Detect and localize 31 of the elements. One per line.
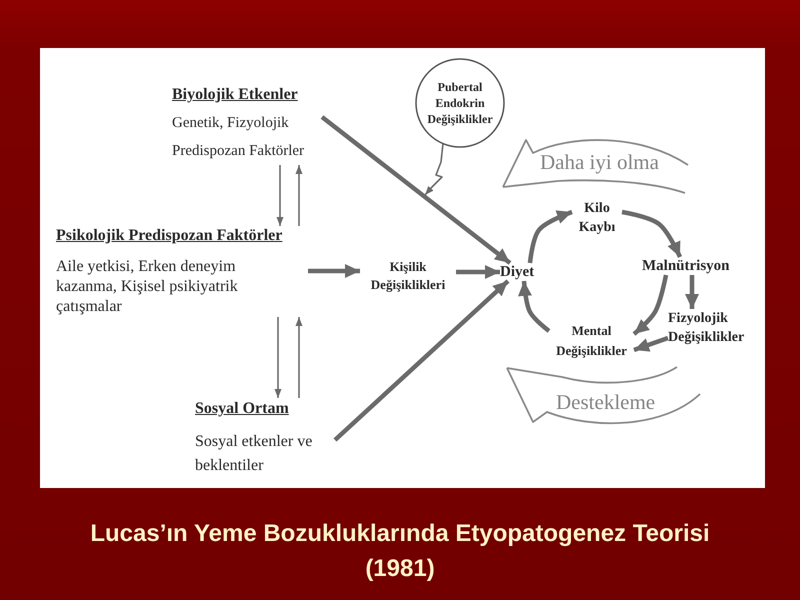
arrow xyxy=(518,280,550,333)
arrow-label: Daha iyi olma xyxy=(540,150,659,174)
concept-label: Diyet xyxy=(500,263,534,281)
description: Sosyal etkenler ve beklentiler xyxy=(195,432,314,476)
heading: Biyolojik Etkenler xyxy=(172,85,298,105)
description: Aile yetkisi, Erken deneyim kazanma, Kişisel psikiyatrik çatışmalar xyxy=(56,257,239,317)
concept-label: Kilo Kaybı xyxy=(572,199,622,237)
arrow-label: Destekleme xyxy=(556,390,656,414)
concept-label: Kişilik Değişiklikleri xyxy=(360,258,456,294)
description: Genetik, Fizyolojik Predispozan Faktörler xyxy=(172,114,306,161)
arrow xyxy=(274,317,282,398)
arrow xyxy=(296,165,302,226)
arrow xyxy=(456,265,500,279)
squiggly-arrow xyxy=(424,144,444,196)
concept-label: Fizyolojik Değişiklikler xyxy=(668,309,760,347)
heading: Sosyal Ortam xyxy=(195,399,289,419)
arrow xyxy=(308,264,360,278)
concept-label: Malnütrisyon xyxy=(642,257,730,275)
arrow xyxy=(296,317,302,398)
arrow xyxy=(276,165,284,226)
arrow xyxy=(528,210,573,264)
arrow xyxy=(622,210,682,258)
arrow xyxy=(685,275,699,309)
slide-title: Lucas’ın Yeme Bozukluklarında Etyopatogenez Teorisi (1981) xyxy=(89,519,711,584)
arrow xyxy=(633,336,669,352)
arrow xyxy=(320,115,512,265)
arrow xyxy=(632,274,668,336)
concept-label: Mental Değişiklikler xyxy=(549,321,634,361)
heading: Psikolojik Predispozan Faktörler xyxy=(56,226,282,246)
arrow xyxy=(333,279,510,442)
node-label: Pubertal Endokrin Değişiklikler xyxy=(426,79,494,127)
